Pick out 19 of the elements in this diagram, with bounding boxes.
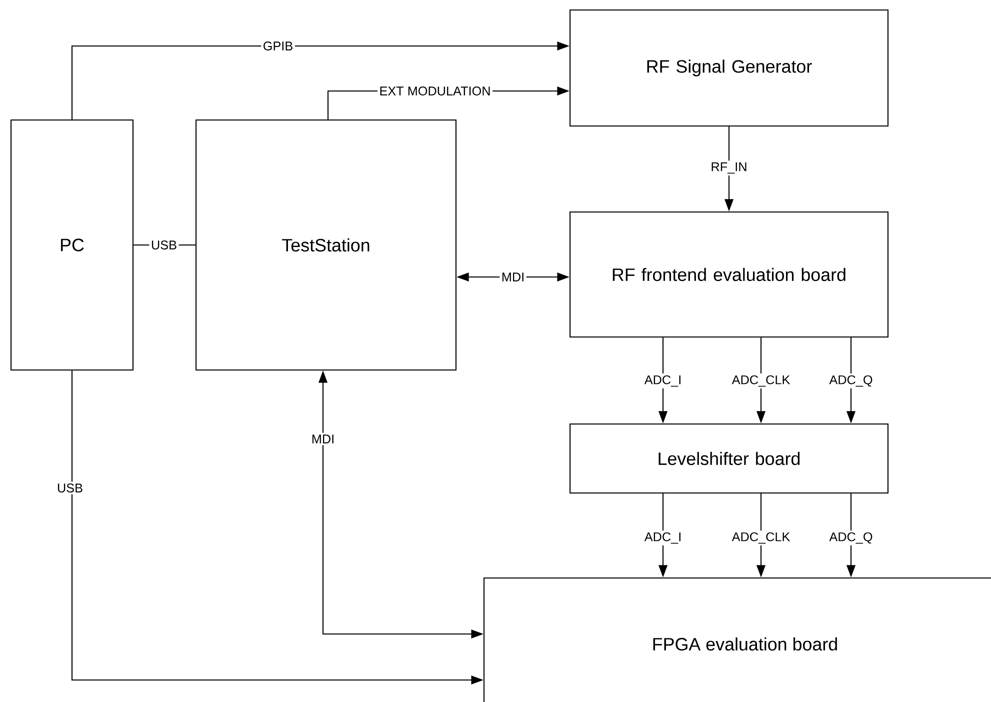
board-box: RF frontend evaluation board — [570, 211, 888, 338]
edge-label: RF_IN — [708, 160, 750, 176]
station-box: TestStation — [196, 120, 456, 370]
edge-label: GPIB — [261, 40, 295, 52]
edge-label: MDI — [310, 432, 336, 446]
edge-label: MDI — [500, 270, 526, 284]
edge-label: ADC_CLK — [730, 530, 792, 546]
edge-label: ADC_CLK — [730, 374, 792, 388]
edge-label: ADC_I — [642, 530, 684, 546]
edge-label: EXT MODULATION — [377, 84, 493, 98]
generator-box: RF Signal Generator — [570, 9, 888, 126]
board-box: Levelshifter board — [570, 423, 888, 494]
edge-label: USB — [55, 482, 85, 494]
edge-label: ADC_Q — [827, 374, 875, 388]
edge-label: ADC_Q — [827, 530, 875, 546]
edge-label: ADC_I — [642, 374, 684, 388]
board-box: FPGA evaluation board — [483, 577, 991, 702]
edge-label: USB — [149, 238, 179, 252]
computer-box: PC — [10, 120, 134, 370]
